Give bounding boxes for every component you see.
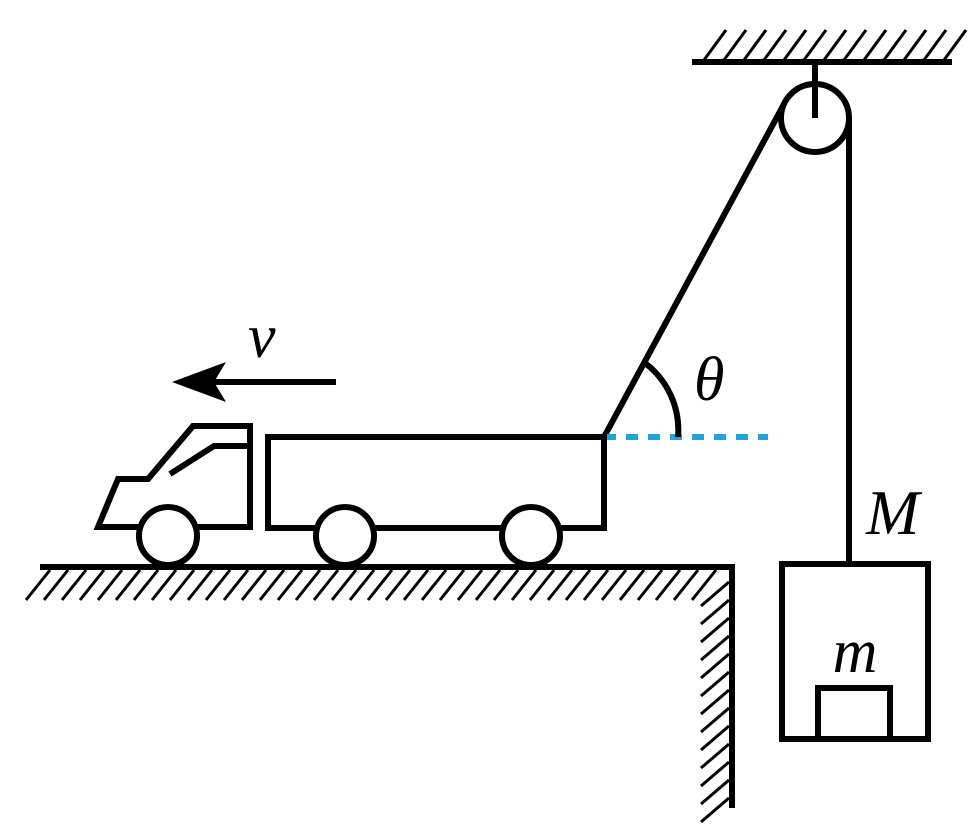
hatch-stroke bbox=[168, 569, 196, 601]
hatch-stroke bbox=[582, 569, 610, 601]
rope-slanted bbox=[601, 102, 787, 439]
hatch-stroke bbox=[700, 796, 730, 824]
block-mass-label: m bbox=[833, 618, 878, 686]
ceiling-support bbox=[692, 29, 968, 65]
angle-arc bbox=[643, 360, 682, 438]
hatch-stroke bbox=[672, 569, 700, 601]
hatch-stroke bbox=[782, 29, 808, 61]
hatch-stroke bbox=[348, 569, 376, 601]
hatch-stroke bbox=[762, 29, 788, 61]
hatch-stroke bbox=[204, 569, 232, 601]
hatch-stroke bbox=[330, 569, 358, 601]
hatch-stroke bbox=[60, 569, 88, 601]
hatch-stroke bbox=[700, 634, 730, 662]
hatch-stroke bbox=[150, 569, 178, 601]
hatch-stroke bbox=[24, 569, 52, 601]
hatch-stroke bbox=[882, 29, 908, 61]
hatch-stroke bbox=[742, 29, 768, 61]
angle-label: θ bbox=[694, 346, 724, 414]
hatch-stroke bbox=[114, 569, 142, 601]
hatch-stroke bbox=[42, 569, 70, 601]
hatch-stroke bbox=[420, 569, 448, 601]
hatch-stroke bbox=[384, 569, 412, 601]
truck-wheel-rear bbox=[499, 504, 563, 568]
ceiling-hatching bbox=[702, 29, 968, 61]
hatch-stroke bbox=[700, 742, 730, 770]
hatch-stroke bbox=[636, 569, 664, 601]
hatch-stroke bbox=[842, 29, 868, 61]
hatch-stroke bbox=[366, 569, 394, 601]
hatch-stroke bbox=[222, 569, 250, 601]
hatch-stroke bbox=[802, 29, 828, 61]
hatch-stroke bbox=[700, 616, 730, 644]
hatch-stroke bbox=[700, 724, 730, 752]
hatch-stroke bbox=[276, 569, 304, 601]
hatch-stroke bbox=[78, 569, 106, 601]
hatch-stroke bbox=[700, 580, 730, 608]
hatch-stroke bbox=[294, 569, 322, 601]
truck-cargo-bed bbox=[265, 434, 607, 531]
hatch-stroke bbox=[700, 778, 730, 806]
hatch-stroke bbox=[564, 569, 592, 601]
hatch-stroke bbox=[312, 569, 340, 601]
hatch-stroke bbox=[902, 29, 928, 61]
hatch-stroke bbox=[700, 652, 730, 680]
hatch-stroke bbox=[132, 569, 160, 601]
hatch-stroke bbox=[456, 569, 484, 601]
hatch-stroke bbox=[510, 569, 538, 601]
hatch-stroke bbox=[96, 569, 124, 601]
velocity-label: v bbox=[248, 303, 276, 371]
hatch-stroke bbox=[690, 569, 718, 601]
hatch-stroke bbox=[474, 569, 502, 601]
truck-wheel-middle bbox=[313, 504, 377, 568]
hatch-stroke bbox=[654, 569, 682, 601]
hatch-stroke bbox=[402, 569, 430, 601]
hatch-stroke bbox=[618, 569, 646, 601]
hatch-stroke bbox=[922, 29, 948, 61]
truck bbox=[93, 423, 607, 568]
hatch-stroke bbox=[822, 29, 848, 61]
truck-cab bbox=[93, 423, 253, 530]
hatch-stroke bbox=[942, 29, 968, 61]
ground-hatching bbox=[24, 569, 730, 824]
hatch-stroke bbox=[700, 706, 730, 734]
pulley bbox=[778, 62, 852, 155]
hatch-stroke bbox=[862, 29, 888, 61]
hatch-stroke bbox=[700, 670, 730, 698]
hatch-stroke bbox=[700, 760, 730, 788]
hatch-stroke bbox=[702, 29, 728, 61]
ground bbox=[24, 564, 735, 824]
hatch-stroke bbox=[186, 569, 214, 601]
hatch-stroke bbox=[700, 688, 730, 716]
hatch-stroke bbox=[438, 569, 466, 601]
block-m bbox=[815, 685, 893, 742]
hatch-stroke bbox=[700, 598, 730, 626]
hatch-stroke bbox=[492, 569, 520, 601]
hatch-stroke bbox=[722, 29, 748, 61]
truck-wheel-front bbox=[136, 504, 200, 568]
hatch-stroke bbox=[258, 569, 286, 601]
elevator bbox=[779, 561, 931, 742]
hatch-stroke bbox=[546, 569, 574, 601]
hatch-stroke bbox=[600, 569, 628, 601]
hatch-stroke bbox=[240, 569, 268, 601]
elevator-mass-label: M bbox=[865, 477, 923, 548]
hatch-stroke bbox=[528, 569, 556, 601]
truck-cab-window bbox=[168, 443, 250, 477]
velocity-arrow bbox=[172, 362, 336, 402]
